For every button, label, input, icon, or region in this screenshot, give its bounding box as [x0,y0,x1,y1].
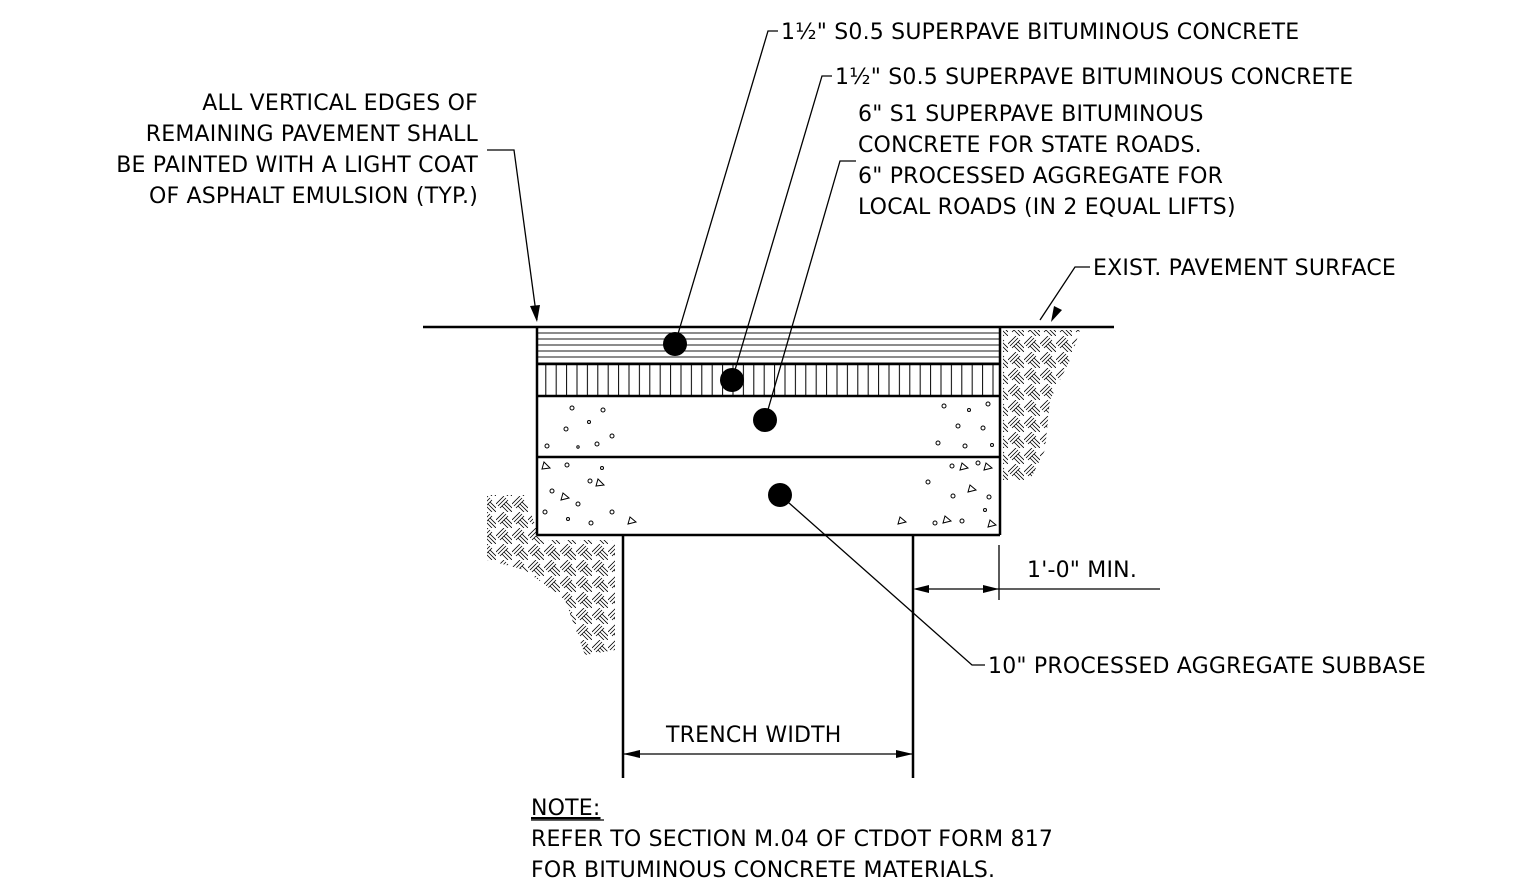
edge-note-line-3: BE PAINTED WITH A LIGHT COAT [116,153,478,178]
second-course-layer [537,364,1000,396]
min-offset-arrow-right [983,585,999,593]
base-local-label-1: 6" PROCESSED AGGREGATE FOR [858,164,1223,189]
base-state-label-1: 6" S1 SUPERPAVE BITUMINOUS [858,102,1204,127]
top-course-layer [537,327,1000,364]
trench-width-label: TRENCH WIDTH [665,723,842,748]
min-offset-label: 1'-0" MIN. [1027,558,1137,583]
edge-note-line-1: ALL VERTICAL EDGES OF [202,91,478,116]
note-heading: NOTE: [531,796,601,821]
trench-width-arrow-right [896,750,913,758]
leader-lines [487,30,1090,666]
second-course-label: 1½" S0.5 SUPERPAVE BITUMINOUS CONCRETE [835,65,1353,90]
min-offset-arrow-left [913,585,929,593]
edge-note-line-2: REMAINING PAVEMENT SHALL [146,122,479,147]
subbase-aggregate-speckles [541,460,998,528]
edge-note-line-4: OF ASPHALT EMULSION (TYP.) [149,184,478,209]
exist-pavement-arrowhead [1051,306,1062,322]
exist-pavement-label: EXIST. PAVEMENT SURFACE [1093,256,1396,281]
base-state-label-2: CONCRETE FOR STATE ROADS. [858,133,1202,158]
note-line-1: REFER TO SECTION M.04 OF CTDOT FORM 817 [531,827,1053,852]
edge-note-arrowhead [530,305,540,322]
base-aggregate-speckles [544,401,994,449]
trench-width-arrow-left [623,750,640,758]
soil-hatch-left [487,495,615,655]
subbase-label: 10" PROCESSED AGGREGATE SUBBASE [988,654,1426,679]
trench-outline [535,327,1002,778]
note-line-2: FOR BITUMINOUS CONCRETE MATERIALS. [531,858,995,883]
base-local-label-2: LOCAL ROADS (IN 2 EQUAL LIFTS) [858,195,1236,220]
soil-hatch-right [1003,330,1080,480]
top-course-label: 1½" S0.5 SUPERPAVE BITUMINOUS CONCRETE [781,20,1299,45]
